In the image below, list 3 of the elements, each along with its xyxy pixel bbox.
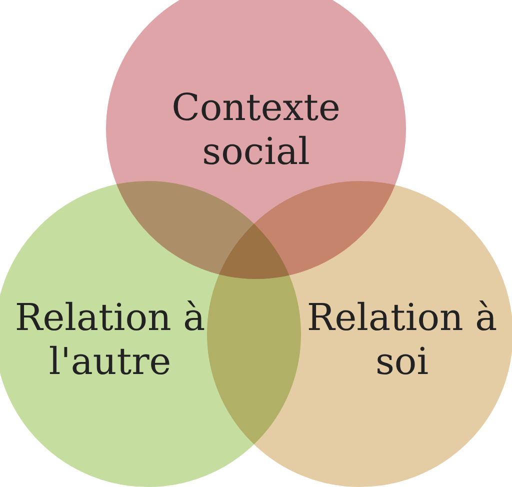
- circle-label: Contexte social: [170, 86, 342, 174]
- circle-label: Relation à soi: [306, 296, 498, 384]
- circle-label: Relation à l'autre: [14, 296, 206, 384]
